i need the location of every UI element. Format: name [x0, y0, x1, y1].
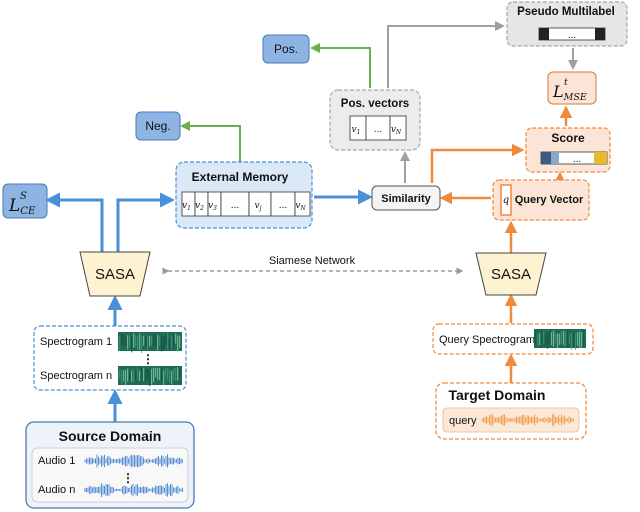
memory-cell — [248, 191, 272, 217]
spectrogram-n-label: Spectrogram n — [40, 370, 112, 382]
target-domain-title: Target Domain — [449, 387, 546, 403]
pos-vector-cell — [365, 115, 391, 141]
arrow-memory-to-neg — [180, 121, 241, 162]
memory-cell — [294, 191, 311, 217]
sasa-left-label: SASA — [95, 266, 135, 283]
pos-box — [262, 34, 310, 64]
query-audio-label: query — [449, 415, 477, 427]
memory-cell-label: v3 — [208, 201, 217, 212]
similarity-label: Similarity — [381, 193, 431, 205]
external-memory-title: External Memory — [192, 170, 289, 184]
memory-cell — [220, 191, 250, 217]
pos-vector-cell-label: v1 — [352, 125, 361, 136]
audio-n-waveform — [84, 483, 183, 497]
neg-label: Neg. — [145, 119, 170, 133]
memory-cell-label: v2 — [195, 201, 204, 212]
source-domain-title: Source Domain — [59, 428, 162, 444]
pos-vectors-title: Pos. vectors — [341, 98, 409, 110]
svg-text:...: ... — [568, 30, 576, 41]
pos-vector-cells: v1... vN — [349, 115, 407, 141]
arrow-sasa-to-loss-ce — [45, 192, 104, 252]
query-waveform — [481, 414, 574, 426]
query-vector-box — [492, 179, 590, 221]
loss-mse-label: LMSEt — [552, 77, 587, 103]
sasa-right — [475, 252, 547, 296]
score-vector: ... — [540, 151, 608, 165]
loss-ce-label: LCES — [8, 191, 36, 217]
query-spectrogram-label: Query Spectrogram — [439, 334, 535, 346]
memory-cell-label: vj — [255, 201, 262, 212]
loss-mse-box — [547, 71, 597, 105]
neg-box — [135, 111, 181, 141]
similarity-box — [371, 185, 441, 211]
pos-label: Pos. — [274, 42, 298, 56]
memory-cell-label: ... — [279, 201, 288, 211]
memory-cell-label: v1 — [182, 201, 191, 212]
loss-ce-box — [2, 183, 48, 219]
audio-1-label: Audio 1 — [38, 455, 75, 467]
spectrogram-1-label: Spectrogram 1 — [40, 336, 112, 348]
arrow-posvectors-to-multilabel — [387, 21, 505, 88]
arrow-similarity-to-score — [430, 143, 525, 183]
arrow-sasa-to-memory — [116, 192, 175, 252]
spectrogram-vertical-ellipsis: ⋮ — [142, 352, 154, 366]
sasa-right-label: SASA — [491, 266, 531, 283]
pos-vector-cell — [389, 115, 407, 141]
pseudo-multilabel-title: Pseudo Multilabel — [517, 6, 615, 18]
query-vector-label: Query Vector — [515, 194, 584, 206]
multilabel-vector: ... — [538, 27, 606, 41]
audio-1-waveform — [84, 454, 183, 468]
pos-vector-cell-label: ... — [374, 125, 383, 135]
memory-cell-label: vN — [295, 201, 306, 212]
siamese-network-label: Siamese Network — [269, 255, 356, 267]
query-vector-q: q — [503, 195, 509, 206]
query-vector-cell — [500, 184, 512, 216]
pos-vector-cell-label: vN — [391, 125, 402, 136]
audio-n-label: Audio n — [38, 484, 75, 496]
sasa-left — [79, 251, 151, 297]
score-title: Score — [551, 131, 585, 145]
memory-cells: v1 v2 v3... vj... vN — [181, 191, 311, 217]
arrow-posvectors-to-pos — [310, 43, 371, 88]
svg-text:...: ... — [573, 154, 581, 165]
memory-cell — [270, 191, 296, 217]
memory-cell-label: ... — [231, 201, 240, 211]
audio-vertical-ellipsis: ⋮ — [122, 471, 134, 485]
